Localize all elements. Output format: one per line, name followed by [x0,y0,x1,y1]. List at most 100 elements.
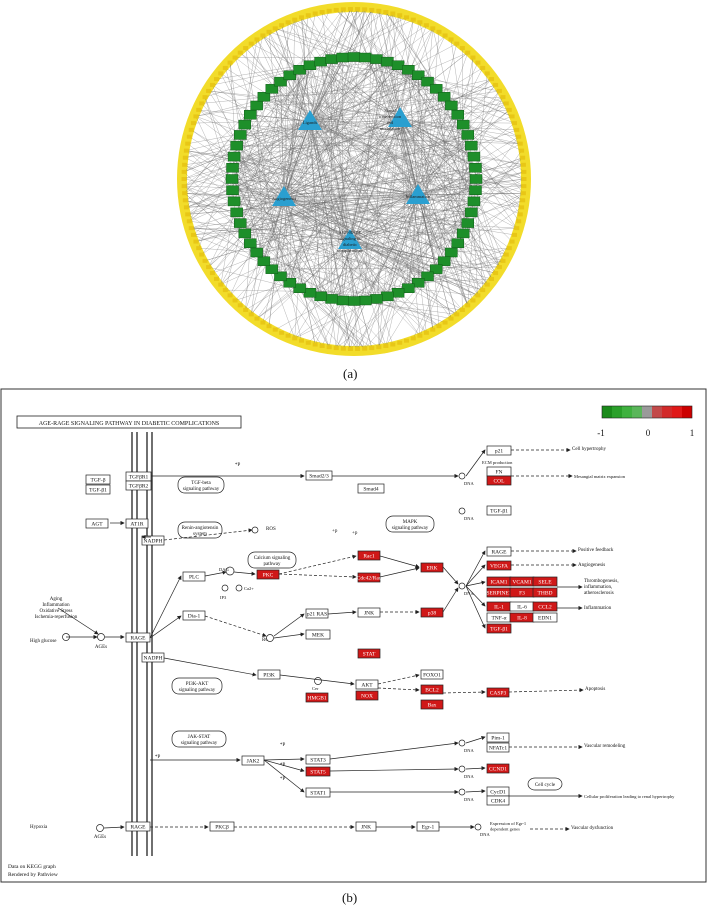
inner-node [465,207,478,218]
outer-node [186,219,192,224]
mapk-pathway-box [385,515,435,533]
edn1-label: EDN1 [538,616,552,622]
tnfa-label: TNF-α [491,616,506,622]
outer-node [519,148,525,153]
inner-node [303,60,317,70]
cer-label: Cer [312,686,319,691]
hub-label: Angiogenesis [272,196,297,201]
p21-box [486,445,512,456]
inner-node [283,70,297,81]
dna-node [458,739,466,747]
pi3k-box [257,669,281,680]
outer-node [209,271,215,276]
stat1-label: STAT1 [310,791,326,797]
outer-node [183,148,189,153]
inner-node [469,174,483,184]
outer-node [218,71,224,76]
ages-label: AGEs [95,645,107,650]
dna-node [458,788,466,796]
nox-akt-box [355,690,379,701]
hub-label: transduction [379,114,402,119]
outer-node [186,134,192,139]
outer-node [448,37,454,42]
outer-node [489,77,495,82]
vegfa-box [486,560,512,571]
outer-node [369,7,375,12]
inner-node [293,283,306,293]
cell-cycle-box-label: Cell cycle [535,783,556,788]
outer-node [506,107,512,112]
erk-to-dna [442,566,459,585]
tgf-pathway-box [177,476,225,494]
outer-node [292,17,298,22]
icam1-label: ICAM1 [490,580,507,586]
outer-node [465,50,471,55]
outer-node [213,77,219,82]
outer-node [470,55,476,60]
cdc42-to-erk [379,566,420,578]
outer-node [232,298,238,303]
tgfb-label: TGF-β [90,478,105,484]
ccnd1-box [486,763,510,774]
rage-hypoxia-box [125,821,151,832]
outer-node [347,346,353,351]
sele-box [532,576,558,587]
stat-label: STAT [363,652,376,658]
ip3-node [221,584,229,592]
outer-node [448,316,454,321]
jak-pathway-box [171,730,227,748]
outer-node [237,303,243,308]
inner-node [225,174,239,184]
fn-label: FN [495,470,502,476]
dna-to-p21 [465,449,486,477]
outer-node [521,177,527,181]
inner-node [359,295,372,306]
aging-label: Aging [50,597,63,602]
il1-label: IL-1 [494,605,504,611]
pkc-label: PKC [263,573,274,579]
outer-node [390,11,396,16]
bax-label: Bax [428,703,437,709]
outer-node [503,101,509,106]
inner-node [467,151,481,162]
inner-node [411,277,425,288]
jak-pathway-label: signaling pathway [181,741,218,746]
dna-to-ccnd1 [465,766,486,771]
aging-label: Oxidative Stress [40,609,73,614]
outer-node [218,282,224,287]
hub-label: AGE-RAGE [339,230,362,235]
outer-node [465,303,471,308]
pkc-to-cdc42 [278,573,357,579]
positive-feedback-label: Positive feedback [578,548,614,553]
rage-out-label: RAGE [492,550,508,556]
outer-node [514,127,520,132]
outer-node [272,26,278,31]
jak-pathway-label: JAK-STAT [188,735,210,740]
inner-node [451,238,464,248]
outer-node [298,338,304,343]
outer-node [227,60,233,65]
outer-node [237,50,243,55]
erk-label: ERK [427,566,438,572]
dia1-label: Dia-1 [188,614,201,620]
inner-node [421,271,434,282]
legend-swatch [642,406,652,418]
legend-tick: 1 [690,428,695,438]
ros-label-2: ROS [262,638,272,643]
col-label: COL [494,479,506,485]
vascular-remodeling-label: Vascular remodeling [584,744,626,749]
outer-node [520,162,526,167]
mesangial-label: Mesangial matrix expansion [574,474,626,479]
outer-node [496,265,502,270]
outer-node [430,26,436,31]
inner-node [314,56,327,67]
outer-node [509,239,515,244]
outer-node [347,7,353,12]
p38-label: p38 [428,611,437,617]
outer-node [181,177,187,181]
dna-label: DNA [480,832,490,837]
dna-label: DNA [464,797,474,802]
outer-node [254,37,260,42]
rage-to-plc [149,575,182,639]
outer-node [410,17,416,22]
